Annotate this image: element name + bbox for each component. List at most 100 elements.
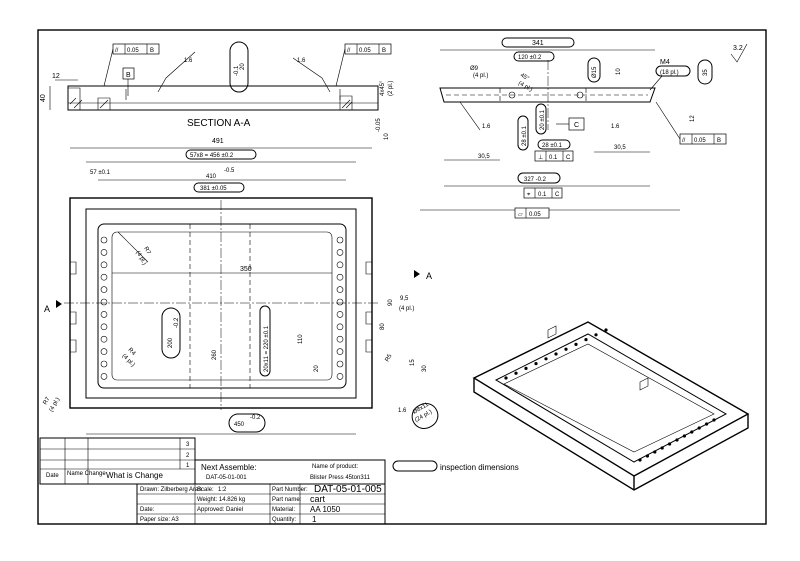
svg-text:Date: Date bbox=[46, 473, 59, 479]
material: AA 1050 bbox=[310, 505, 341, 514]
iso-hole bbox=[653, 450, 657, 454]
mounting-hole bbox=[100, 373, 108, 380]
svg-text:0.1: 0.1 bbox=[538, 192, 547, 198]
svg-text:(4 pl.): (4 pl.) bbox=[517, 81, 533, 94]
svg-text:Part Number:: Part Number: bbox=[272, 487, 308, 493]
mounting-hole bbox=[336, 273, 344, 281]
drawing-border bbox=[37, 29, 767, 525]
svg-text:10: 10 bbox=[616, 68, 622, 75]
mounting-hole bbox=[336, 298, 344, 306]
svg-text:260: 260 bbox=[212, 349, 218, 360]
mounting-hole bbox=[100, 348, 108, 355]
svg-text:1.6: 1.6 bbox=[398, 408, 407, 414]
datum-c: C bbox=[574, 122, 579, 129]
svg-text:Weight: 14.826 kg: Weight: 14.826 kg bbox=[197, 497, 245, 503]
iso-hole bbox=[524, 366, 528, 370]
mounting-hole bbox=[336, 335, 344, 343]
mounting-hole bbox=[336, 373, 344, 380]
svg-text:327 -0.2: 327 -0.2 bbox=[524, 177, 547, 183]
svg-text:⌖: ⌖ bbox=[527, 192, 531, 198]
mounting-hole bbox=[336, 286, 344, 293]
dim-thickness: 40 bbox=[40, 94, 47, 102]
svg-text:350: 350 bbox=[240, 266, 252, 273]
svg-text:90: 90 bbox=[388, 299, 394, 306]
frame-parallel-left: // 0.05 B bbox=[112, 43, 160, 55]
svg-text:20: 20 bbox=[314, 365, 320, 372]
svg-text:45°: 45° bbox=[519, 73, 530, 83]
svg-text:57 ±0.1: 57 ±0.1 bbox=[90, 170, 111, 176]
svg-text:-0.2: -0.2 bbox=[250, 415, 261, 421]
svg-text:Next Assemble:: Next Assemble: bbox=[201, 463, 257, 472]
svg-text:1.6: 1.6 bbox=[482, 124, 491, 130]
frame-symmetry: ⌖ 0.1 C bbox=[523, 187, 563, 199]
svg-text:491: 491 bbox=[212, 138, 224, 145]
svg-text:M4: M4 bbox=[660, 59, 670, 66]
inspection-oval-depth bbox=[229, 41, 249, 93]
svg-text:DAT-05-01-001: DAT-05-01-001 bbox=[206, 475, 247, 481]
revision-table: 3 2 1 Date Name Change What is Change bbox=[39, 437, 196, 485]
iso-hole bbox=[564, 347, 568, 351]
svg-text:Material:: Material: bbox=[272, 507, 295, 513]
svg-text:R7: R7 bbox=[142, 246, 151, 256]
iso-hole bbox=[594, 333, 598, 337]
svg-text:110: 110 bbox=[298, 334, 304, 344]
svg-text://: // bbox=[682, 138, 686, 144]
svg-text:410: 410 bbox=[206, 174, 217, 180]
svg-text:-0.2: -0.2 bbox=[174, 317, 180, 328]
frame-parallel-side: // 0.05 B bbox=[679, 133, 727, 145]
mounting-hole bbox=[100, 261, 108, 269]
mounting-hole bbox=[336, 360, 344, 368]
iso-hole bbox=[504, 376, 508, 380]
svg-text:⊥: ⊥ bbox=[538, 154, 543, 161]
svg-text://: // bbox=[115, 48, 119, 54]
svg-text:C: C bbox=[555, 192, 560, 198]
svg-text:-0.05: -0.05 bbox=[376, 118, 382, 132]
svg-text:(2 pl.): (2 pl.) bbox=[388, 81, 394, 96]
iso-hole bbox=[604, 328, 608, 332]
svg-text:B: B bbox=[150, 48, 154, 54]
iso-top-frame bbox=[472, 321, 750, 477]
svg-text:35: 35 bbox=[703, 69, 709, 76]
mounting-hole bbox=[100, 323, 108, 331]
svg-text:B: B bbox=[717, 138, 721, 144]
svg-text:15: 15 bbox=[410, 359, 416, 366]
mounting-hole bbox=[336, 311, 344, 318]
svg-text:Ø9: Ø9 bbox=[470, 66, 479, 72]
svg-text:0.05: 0.05 bbox=[694, 138, 706, 144]
svg-text:1:2: 1:2 bbox=[218, 487, 227, 493]
svg-text:120 ±0.2: 120 ±0.2 bbox=[518, 55, 542, 61]
svg-text:80: 80 bbox=[380, 323, 386, 330]
quantity: 1 bbox=[312, 515, 317, 524]
svg-text:57x8 = 456 ±0.2: 57x8 = 456 ±0.2 bbox=[190, 153, 234, 159]
svg-text:381 ±0.05: 381 ±0.05 bbox=[200, 186, 227, 192]
svg-text:3: 3 bbox=[186, 442, 190, 448]
iso-hole bbox=[668, 442, 672, 446]
svg-text:0.05: 0.05 bbox=[127, 48, 139, 54]
plan-view: A A 491 57x8 = 456 ±0.2 57 ±0.1 410 -0.5… bbox=[43, 138, 439, 435]
mounting-hole bbox=[336, 323, 344, 331]
frame-position: ⊥ 0.1 C bbox=[534, 150, 574, 162]
inspection-oval-341 bbox=[501, 37, 575, 48]
svg-text:(4 pl.): (4 pl.) bbox=[399, 306, 414, 312]
svg-text:(18 pl.): (18 pl.) bbox=[660, 70, 679, 76]
side-view: 341 120 ±0.2 Ø9 (4 pl.) 45° (4 pl.) Ø15 … bbox=[420, 37, 748, 219]
iso-hole bbox=[638, 458, 642, 462]
svg-text:200: 200 bbox=[168, 337, 174, 348]
iso-hole bbox=[514, 371, 518, 375]
section-title: SECTION A-A bbox=[187, 118, 251, 129]
mounting-hole bbox=[100, 335, 108, 343]
svg-text:What is Change: What is Change bbox=[106, 471, 163, 480]
part-number: DAT-05-01-005 bbox=[314, 484, 382, 495]
svg-text:20 ±0.1: 20 ±0.1 bbox=[540, 109, 546, 130]
svg-text:2: 2 bbox=[186, 453, 190, 459]
svg-text:30,5: 30,5 bbox=[478, 154, 490, 160]
svg-text:Blister Press 45ton311: Blister Press 45ton311 bbox=[310, 475, 371, 481]
iso-hole bbox=[544, 357, 548, 361]
svg-text:0.1: 0.1 bbox=[549, 155, 558, 161]
svg-text:28 ±0.1: 28 ±0.1 bbox=[542, 143, 563, 149]
svg-text:Date:: Date: bbox=[140, 507, 155, 513]
mounting-hole bbox=[100, 360, 108, 368]
svg-text:(4 pl.): (4 pl.) bbox=[121, 353, 136, 368]
svg-text:R7: R7 bbox=[43, 396, 52, 406]
svg-text:Scale:: Scale: bbox=[197, 487, 214, 493]
